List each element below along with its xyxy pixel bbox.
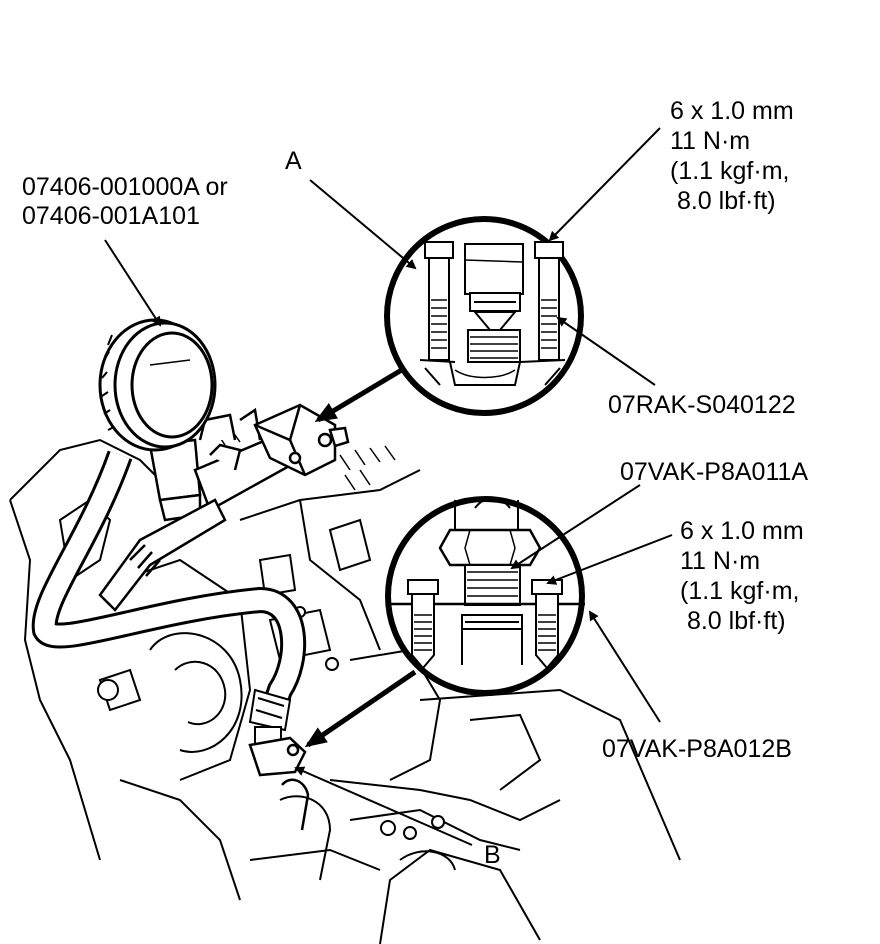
leader-top-adapter: [556, 316, 656, 386]
leader-bottom-adapter-bottom: [588, 610, 661, 723]
gauge-hose: [31, 450, 307, 750]
label-bottom-spec-line3: (1.1 kgf·m,: [680, 577, 800, 605]
label-top-adapter: 07RAK-S040122: [608, 391, 796, 419]
engine-bolt-heads: [97, 606, 445, 840]
label-bottom-adapter-top: 07VAK-P8A011A: [620, 458, 809, 486]
leader-bottom-adapter-top: [510, 484, 641, 570]
leader-a: [309, 179, 417, 270]
leader-gauge-part: [104, 239, 162, 327]
detail-circle-b: [385, 496, 585, 696]
label-bottom-spec-line2: 11 N·m: [680, 547, 761, 575]
leader-top-spec: [548, 127, 661, 242]
leader-b: [294, 766, 473, 846]
pressure-gauge: [98, 318, 217, 452]
adapter-b-body: [248, 736, 310, 831]
label-callout-a: A: [285, 147, 302, 175]
label-top-spec-line2: 11 N·m: [670, 127, 751, 155]
arrow-circle-b-to-adapter: [304, 669, 417, 748]
label-bottom-spec-line4: 8.0 lbf·ft): [680, 607, 786, 635]
label-top-spec-line4: 8.0 lbf·ft): [670, 187, 776, 215]
label-callout-b: B: [484, 841, 501, 869]
label-bottom-spec-line1: 6 x 1.0 mm: [680, 517, 804, 545]
label-bottom-adapter-bottom: 07VAK-P8A012B: [602, 735, 792, 763]
label-gauge-part-line1: 07406-001000A or: [22, 173, 228, 201]
leader-lines: [104, 127, 673, 846]
arrow-circle-a-to-adapter: [314, 362, 412, 423]
label-gauge-part-line2: 07406-001A101: [22, 202, 200, 230]
label-top-spec-line3: (1.1 kgf·m,: [670, 157, 790, 185]
adapter-a-body: [253, 403, 350, 477]
detail-circle-a: [384, 216, 584, 416]
label-top-spec-line1: 6 x 1.0 mm: [670, 97, 794, 125]
leader-bottom-spec: [546, 534, 673, 585]
